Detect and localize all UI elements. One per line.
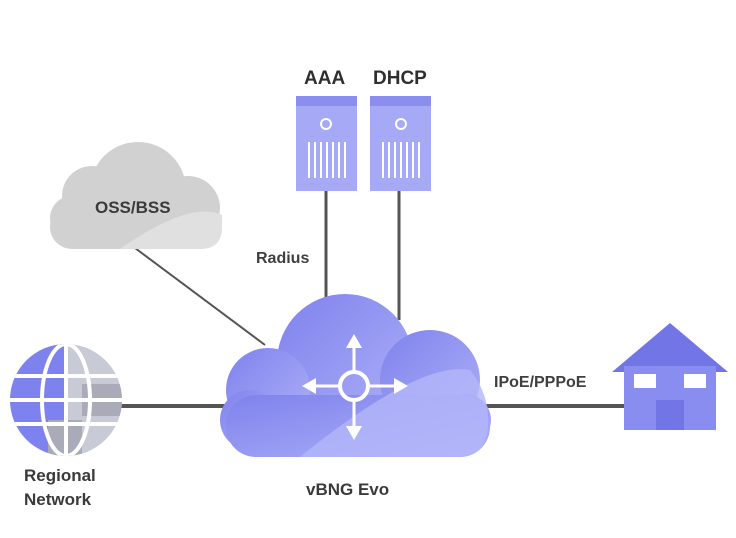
aaa-server-icon (296, 96, 357, 191)
connection-lines (120, 190, 626, 408)
ipoe-pppoe-label: IPoE/PPPoE (494, 374, 587, 391)
router-four-way-arrows-icon (302, 334, 408, 440)
aaa-label: AAA (304, 68, 346, 89)
globe-icon (10, 344, 122, 456)
dhcp-label: DHCP (373, 68, 427, 89)
regional-network-label-line1: Regional (24, 466, 96, 485)
home-house-icon (612, 323, 728, 430)
radius-label: Radius (256, 250, 310, 267)
link-oss-to-vbng (134, 247, 266, 346)
oss-bss-cloud-icon (50, 142, 222, 249)
vbng-evo-label: vBNG Evo (306, 480, 390, 499)
regional-network-label-line2: Network (24, 490, 92, 509)
oss-bss-label: OSS/BSS (95, 198, 171, 217)
dhcp-server-icon (370, 96, 431, 191)
